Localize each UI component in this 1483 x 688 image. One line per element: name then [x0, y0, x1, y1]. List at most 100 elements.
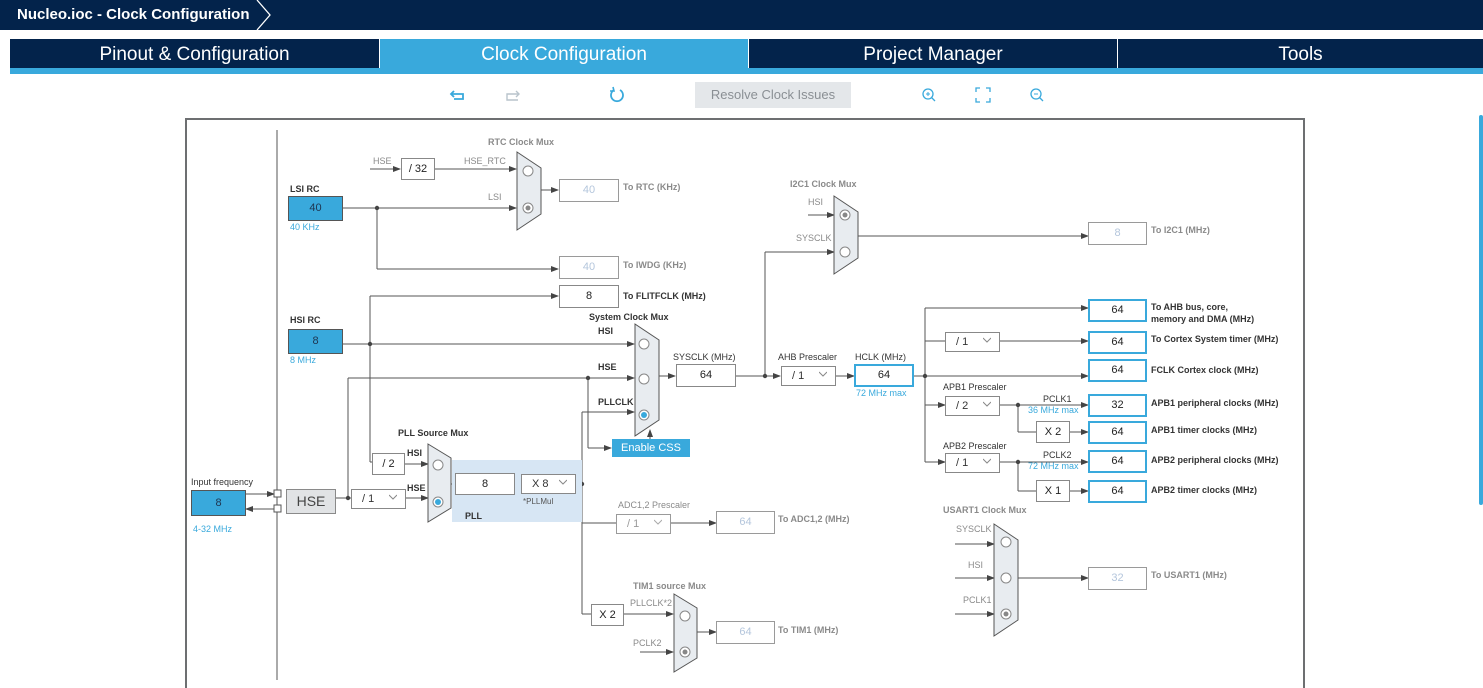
sys-mux-hsi-label: HSI: [598, 326, 614, 336]
ahb-bus-field[interactable]: 64: [1088, 299, 1147, 322]
usart1-hsi-label: HSI: [968, 560, 984, 570]
pclk2-max: 72 MHz max: [1028, 461, 1079, 471]
usart1-sysclk-label: SYSCLK: [956, 524, 992, 534]
hsi-rc-value: 8: [288, 329, 343, 354]
tim1-output-value: 64: [716, 621, 775, 644]
chevron-down-icon: [819, 371, 827, 377]
i2c1-mux-shape: [833, 195, 859, 275]
redo-button[interactable]: [502, 84, 524, 106]
title-bar: Nucleo.ioc - Clock Configuration: [0, 0, 1483, 30]
adc-output-value: 64: [716, 511, 775, 534]
apb2-timer-field[interactable]: 64: [1088, 480, 1147, 503]
chevron-down-icon: [559, 479, 567, 485]
system-mux-title: System Clock Mux: [589, 312, 669, 322]
apb2-timer-label: APB2 timer clocks (MHz): [1151, 485, 1258, 495]
hclk-label: HCLK (MHz): [855, 352, 906, 362]
tabs-underline: [10, 68, 1483, 74]
chevron-down-icon: [983, 337, 991, 343]
apb2-prescaler-value: / 1: [956, 457, 969, 469]
pll-src-hse-label: HSE: [407, 483, 426, 493]
vertical-scrollbar[interactable]: [1479, 115, 1483, 505]
chevron-down-icon: [654, 519, 662, 525]
ahb-bus-label: To AHB bus, core,: [1151, 302, 1229, 312]
zoom-in-button[interactable]: [918, 84, 940, 106]
chevron-down-icon: [983, 401, 991, 407]
undo-button[interactable]: [448, 84, 470, 106]
adc-prescaler-label: ADC1,2 Prescaler: [618, 500, 691, 510]
apb2-timer-multiplier: X 1: [1036, 480, 1070, 502]
enable-css-button[interactable]: Enable CSS: [612, 439, 690, 457]
input-frequency-label: Input frequency: [191, 477, 254, 487]
tab-tools[interactable]: Tools: [1278, 44, 1323, 65]
i2c1-mux-title: I2C1 Clock Mux: [790, 179, 857, 189]
pll-src-hsi-label: HSI: [407, 448, 423, 458]
i2c1-sysclk-label: SYSCLK: [796, 233, 832, 243]
apb1-prescaler-label: APB1 Prescaler: [943, 382, 1007, 392]
hsi-pll-divider: / 2: [372, 453, 405, 475]
hclk-max: 72 MHz max: [856, 388, 907, 398]
tim1-output-label: To TIM1 (MHz): [778, 625, 839, 635]
hse-rtc-label: HSE_RTC: [464, 156, 506, 166]
cortex-timer-divider-select[interactable]: / 1: [945, 332, 1000, 352]
zoom-in-icon: [922, 88, 936, 102]
adc-output-label: To ADC1,2 (MHz): [778, 514, 850, 524]
fclk-label: FCLK Cortex clock (MHz): [1151, 365, 1259, 375]
sys-mux-hse-label: HSE: [598, 362, 617, 372]
input-frequency-field[interactable]: 8: [191, 490, 246, 516]
apb1-prescaler-select[interactable]: / 2: [945, 396, 1000, 416]
reset-button[interactable]: [606, 84, 628, 106]
hclk-field[interactable]: 64: [854, 364, 914, 387]
hse-rtc-divider: / 32: [401, 158, 435, 180]
pclk1-max: 36 MHz max: [1028, 405, 1079, 415]
ahb-bus-label-line2: memory and DMA (MHz): [1151, 314, 1255, 324]
pll-source-mux-shape: [427, 443, 452, 523]
i2c1-hsi-label: HSI: [808, 197, 824, 207]
apb2-prescaler-label: APB2 Prescaler: [943, 441, 1007, 451]
tim1-pllclk2-label: PLLCLK*2: [630, 598, 673, 608]
pll-mul-label: *PLLMul: [523, 497, 554, 506]
fit-to-screen-button[interactable]: [972, 84, 994, 106]
apb1-timer-label: APB1 timer clocks (MHz): [1151, 425, 1258, 435]
usart1-pclk1-label: PCLK1: [963, 595, 992, 605]
tab-divider: [748, 39, 749, 68]
i2c1-output-label: To I2C1 (MHz): [1151, 225, 1210, 235]
tim1-mux-title: TIM1 source Mux: [633, 581, 707, 591]
pclk2-label: PCLK2: [1043, 450, 1072, 460]
pll-source-mux-title: PLL Source Mux: [398, 428, 469, 438]
tab-clock-configuration[interactable]: Clock Configuration: [380, 39, 748, 68]
tab-project-manager[interactable]: Project Manager: [863, 44, 1003, 65]
input-frequency-range: 4-32 MHz: [193, 524, 233, 534]
tab-pinout-configuration[interactable]: Pinout & Configuration: [99, 44, 290, 65]
flitfclk-output-label: To FLITFCLK (MHz): [623, 291, 706, 301]
usart1-mux-title: USART1 Clock Mux: [943, 505, 1027, 515]
hsi-rc-label: HSI RC: [290, 315, 321, 325]
fclk-field[interactable]: 64: [1088, 359, 1147, 382]
rtc-output-label: To RTC (KHz): [623, 182, 681, 192]
main-tabs: Pinout & Configuration Clock Configurati…: [10, 39, 1483, 68]
lsi-frequency: 40 KHz: [290, 222, 320, 232]
hse-prediv-value: / 1: [362, 493, 375, 505]
adc-prescaler-select[interactable]: / 1: [616, 514, 671, 534]
apb2-prescaler-select[interactable]: / 1: [945, 453, 1000, 473]
flitfclk-output-value: 8: [559, 285, 619, 308]
tim1-pll-multiplier: X 2: [591, 604, 624, 626]
cortex-timer-field[interactable]: 64: [1088, 331, 1147, 354]
ahb-prescaler-select[interactable]: / 1: [781, 366, 836, 386]
pll-mul-select[interactable]: X 8: [521, 474, 576, 494]
apb1-timer-field[interactable]: 64: [1088, 421, 1147, 444]
apb2-periph-field[interactable]: 64: [1088, 450, 1147, 473]
resolve-clock-issues-button[interactable]: Resolve Clock Issues: [695, 82, 851, 108]
apb1-periph-field[interactable]: 32: [1088, 394, 1147, 417]
rtc-output-value: 40: [559, 179, 619, 202]
lsi-rc-value: 40: [288, 196, 343, 221]
ahb-prescaler-label: AHB Prescaler: [778, 352, 838, 362]
sys-mux-pllclk-label: PLLCLK: [598, 397, 634, 407]
cortex-timer-label: To Cortex System timer (MHz): [1151, 334, 1279, 344]
refresh-icon: [610, 86, 624, 103]
redo-icon: [506, 90, 520, 101]
zoom-out-button[interactable]: [1026, 84, 1048, 106]
hse-prediv-select[interactable]: / 1: [351, 489, 406, 509]
hse-oscillator: HSE: [286, 489, 336, 514]
sysclk-label: SYSCLK (MHz): [673, 352, 736, 362]
